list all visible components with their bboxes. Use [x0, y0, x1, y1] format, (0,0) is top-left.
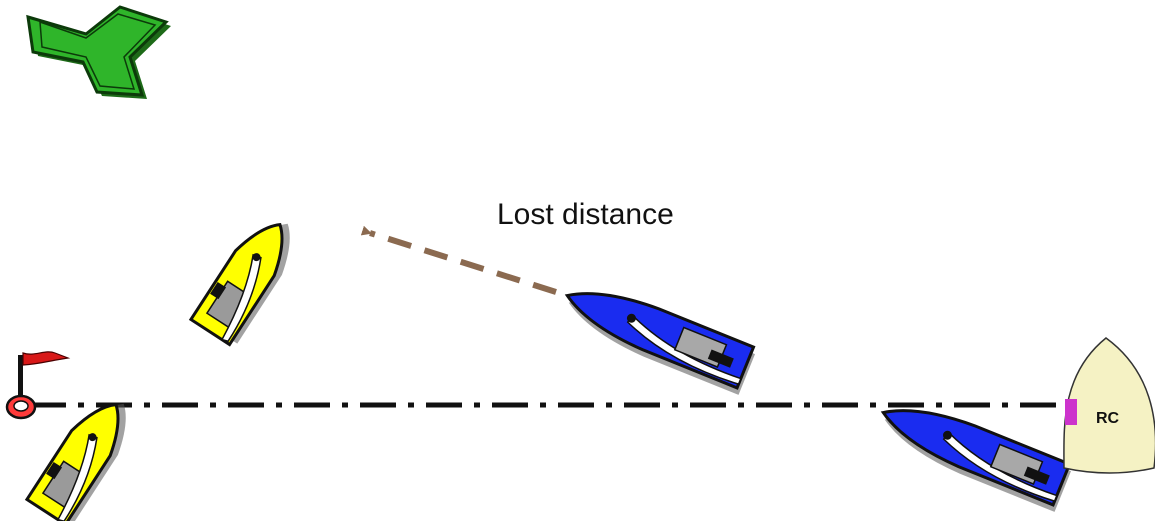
lost-distance-arrow: [360, 225, 557, 295]
sailboat-icon: [188, 223, 290, 347]
sailboat-icon: [564, 292, 756, 395]
committee-boat-icon: [1063, 337, 1155, 474]
pin-flag-icon: [5, 351, 71, 420]
wind-arrow-icon: [26, 5, 171, 99]
committee-boat-label: RC: [1096, 410, 1120, 427]
sailboat-icon: [880, 409, 1072, 512]
lost-distance-label: Lost distance: [497, 198, 674, 231]
sailboat-icon: [24, 403, 126, 521]
